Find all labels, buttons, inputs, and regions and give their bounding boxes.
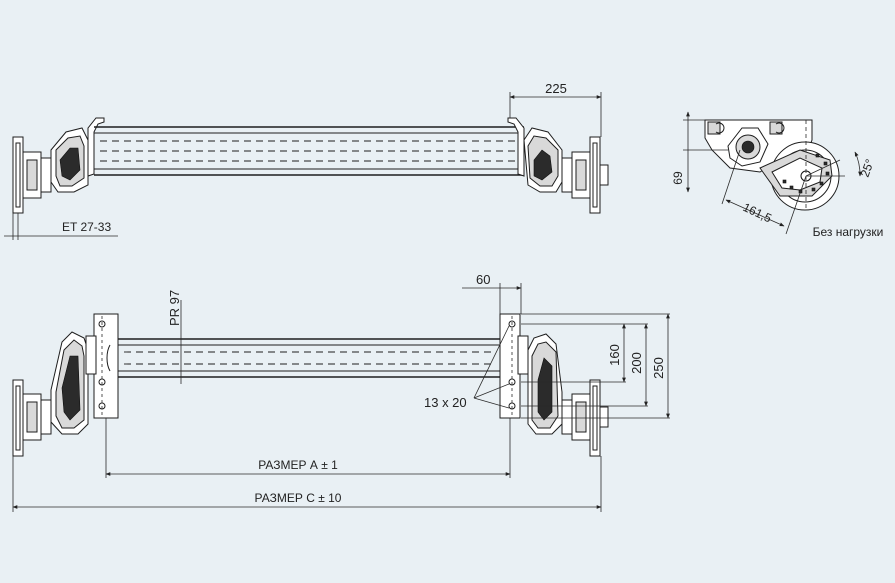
dim-verticals: 160 200 250 — [521, 313, 670, 419]
left-hub-bottom — [12, 331, 89, 457]
size-a-label: РАЗМЕР А ± 1 — [258, 458, 338, 472]
axle-tube-bottom — [106, 338, 512, 378]
dim-225-label: 225 — [545, 81, 567, 96]
dim-69-label: 69 — [671, 171, 685, 185]
dim-pr-label: PR 97 — [167, 290, 182, 326]
dim-et-label: ET 27-33 — [62, 220, 111, 234]
dim-pr: PR 97 — [167, 290, 182, 384]
bottom-axle-view: 60 PR 97 160 200 250 13 x 20 — [12, 272, 670, 512]
dim-225: 225 — [509, 81, 602, 137]
axle-tube-top — [94, 126, 524, 176]
dim-holes-label: 13 x 20 — [424, 395, 467, 410]
right-bracket — [499, 313, 529, 419]
size-c-label: РАЗМЕР С ± 10 — [255, 491, 342, 505]
dim-size-c: РАЗМЕР С ± 10 — [12, 456, 602, 512]
dim-60-label: 60 — [476, 272, 490, 287]
dim-160-label: 160 — [607, 344, 622, 366]
top-axle-view: 225 ET 27-33 — [4, 81, 609, 240]
dim-161-label: 161,5 — [741, 200, 774, 226]
right-hub-top — [507, 117, 609, 214]
left-hub-top — [12, 117, 105, 214]
dim-holes: 13 x 20 — [424, 325, 510, 410]
dim-et: ET 27-33 — [4, 213, 118, 240]
no-load-label: Без нагрузки — [813, 225, 884, 239]
dim-60: 60 — [462, 272, 522, 314]
left-bracket — [85, 313, 119, 419]
dim-250-label: 250 — [651, 357, 666, 379]
dim-angle-label: 25° — [858, 157, 877, 179]
side-view: 25° 69 161,5 Без нагрузки — [671, 111, 884, 239]
dim-200-label: 200 — [629, 352, 644, 374]
right-hub-bottom — [527, 333, 609, 457]
dim-size-a: РАЗМЕР А ± 1 — [105, 418, 511, 478]
